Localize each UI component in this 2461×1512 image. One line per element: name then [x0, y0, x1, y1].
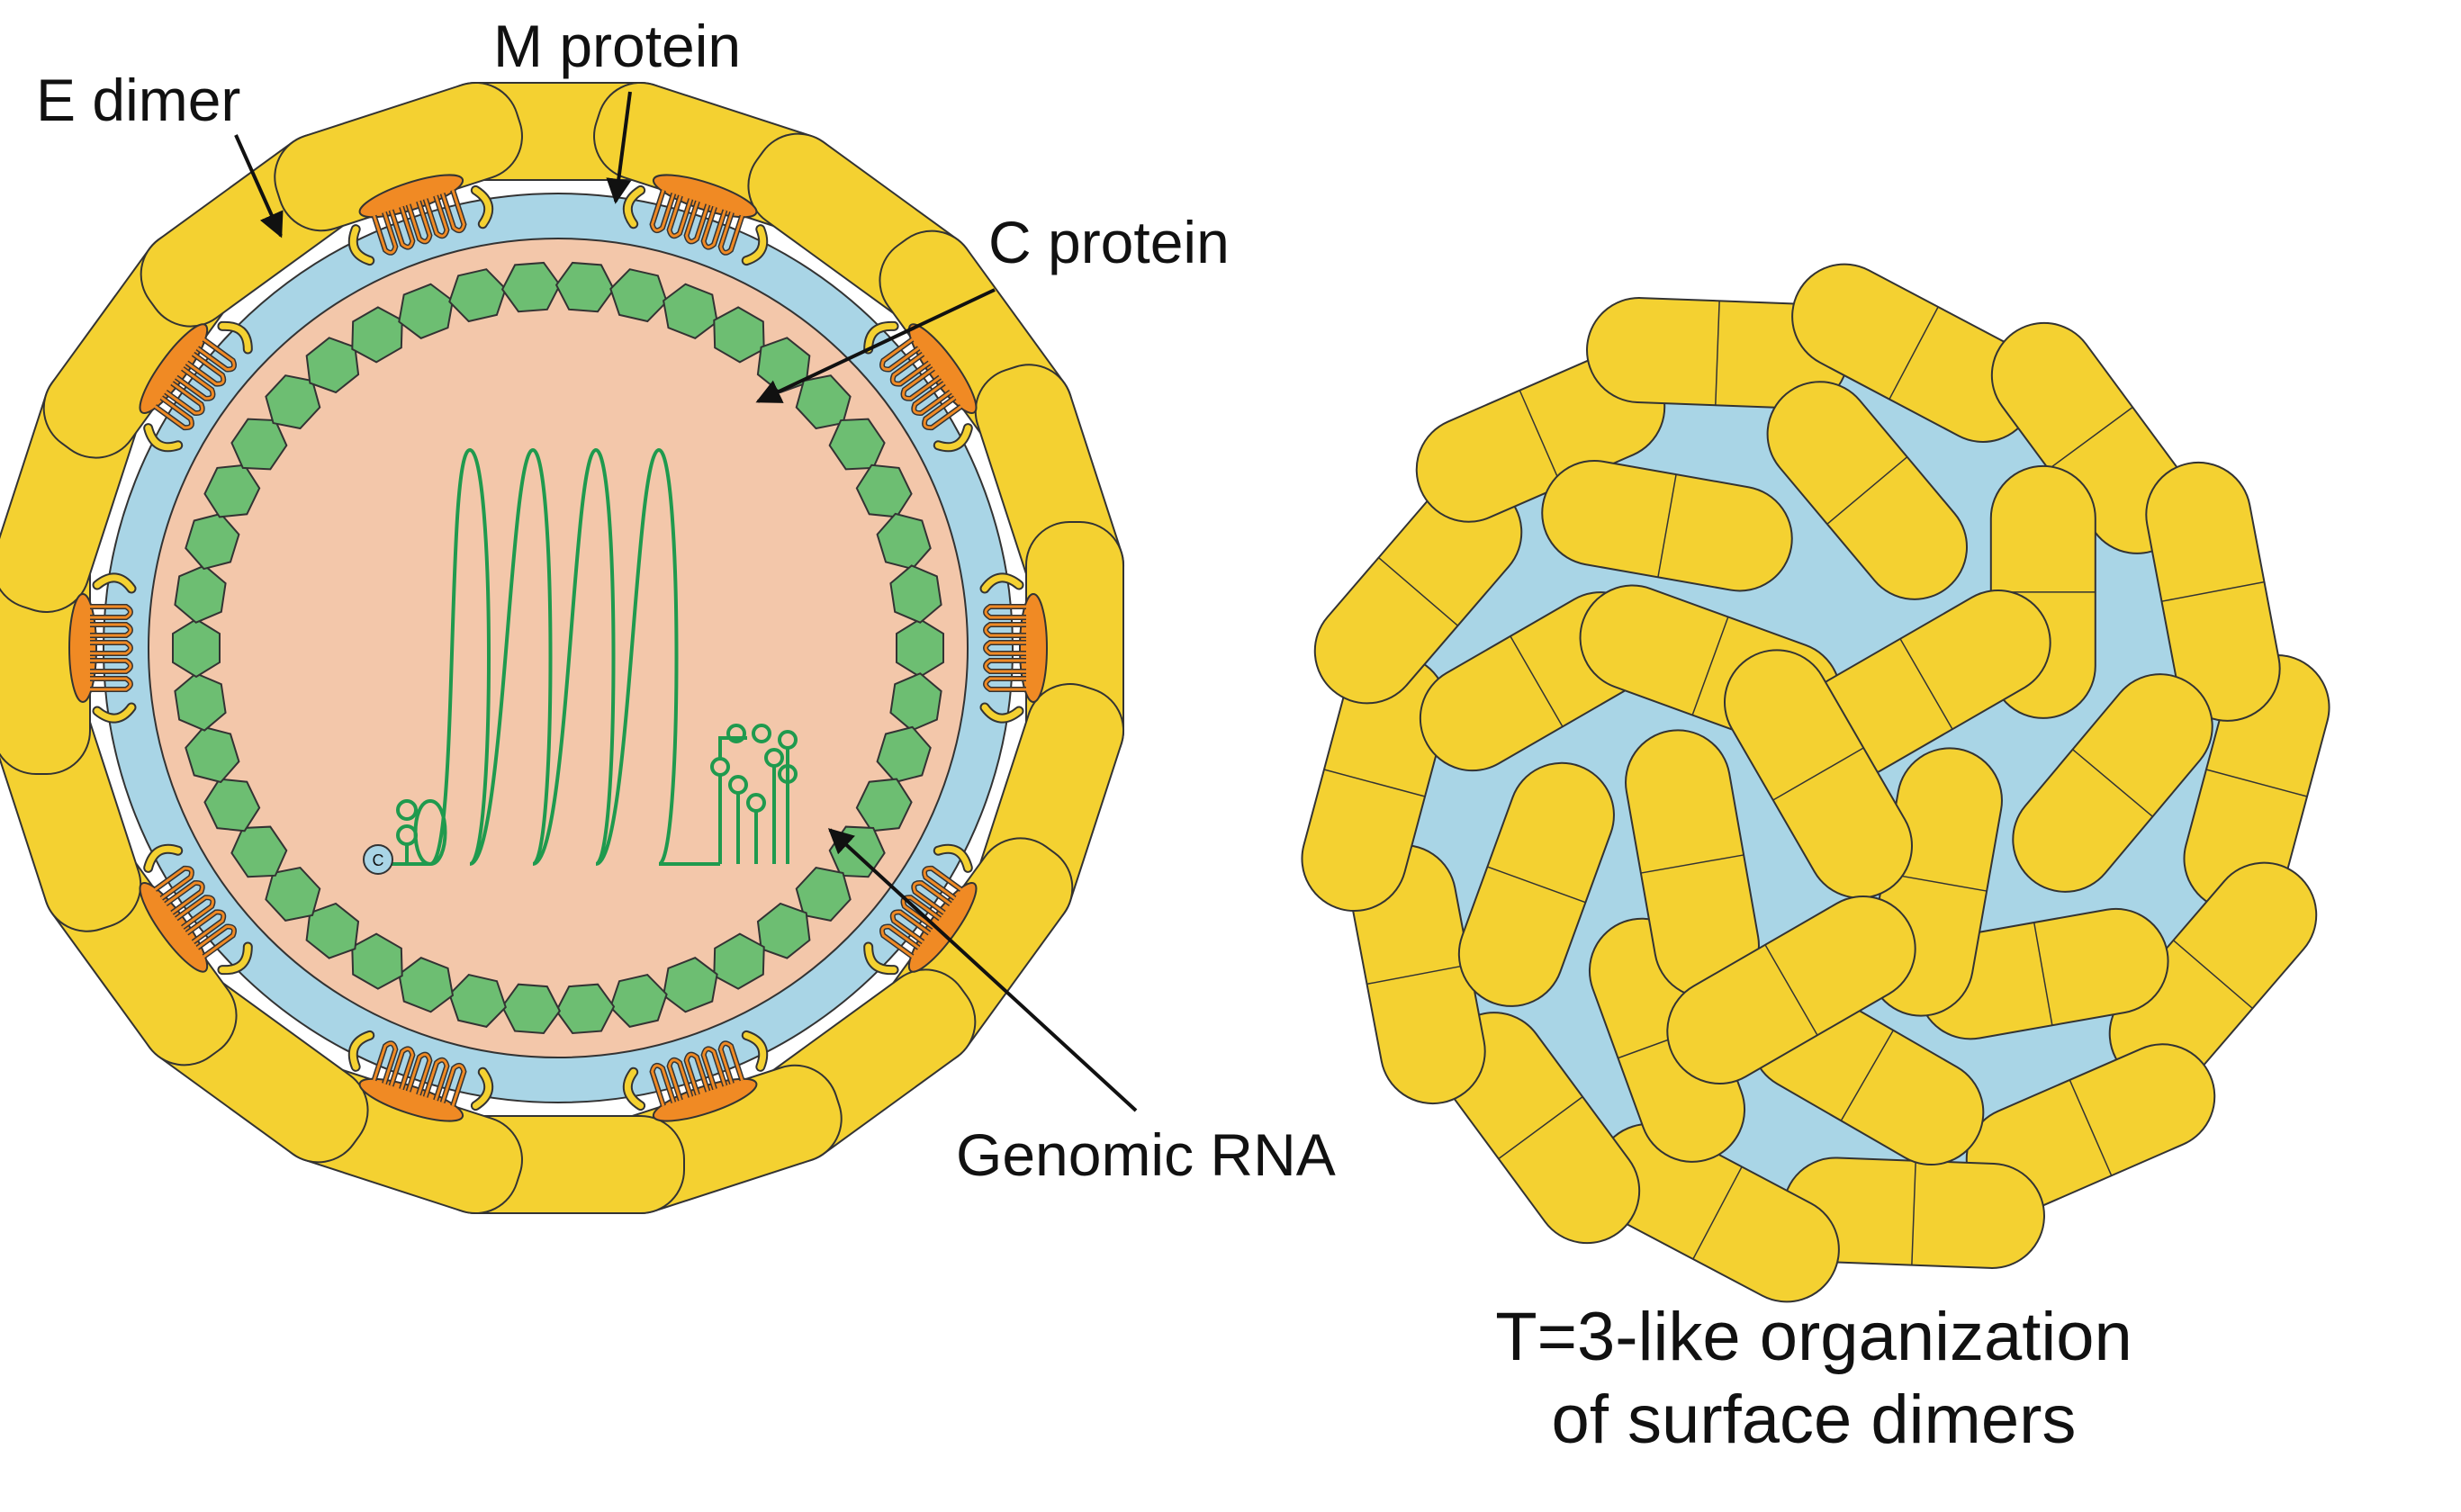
label-c-protein: C protein [988, 209, 1230, 275]
rna-stem-loop [778, 764, 798, 784]
label-arrows [234, 91, 1138, 1112]
m-protein [139, 843, 253, 976]
c-protein-subunit [713, 306, 765, 364]
rna-stem-loop [746, 793, 766, 813]
e-dimer-ring [0, 81, 1125, 1215]
m-protein [139, 320, 253, 453]
rna-stem-loop [764, 748, 784, 768]
m-protein [68, 572, 137, 724]
m-protein-clusters [68, 174, 1048, 1122]
c-protein-subunit [448, 268, 507, 323]
c-protein-subunit [855, 778, 913, 832]
surface-e-dimer [1541, 459, 1793, 592]
c-protein-subunit [351, 932, 403, 990]
m-protein [863, 320, 978, 453]
c-protein-subunit [663, 283, 718, 339]
c-protein-subunit [889, 564, 942, 624]
c-protein-subunit [265, 866, 321, 922]
c-protein-subunit [174, 564, 227, 624]
caption-line-1: T=3-like organization [1495, 1299, 2132, 1375]
arrow-genomic-rna [827, 828, 1138, 1112]
c-protein-subunit [713, 932, 765, 990]
c-protein-subunit [265, 374, 321, 430]
surface-e-dimer [1766, 381, 1969, 600]
c-protein-subunit [554, 261, 616, 313]
rna-stem-loop [396, 799, 418, 821]
c-protein-subunit [448, 973, 507, 1028]
rna-stem-loop [752, 724, 771, 743]
c-protein-subunit [305, 902, 360, 959]
capsid-c-protein-ring [172, 261, 944, 1035]
c-protein-subunit [828, 418, 886, 471]
surface-e-dimer [1625, 729, 1760, 999]
label-genomic-rna: Genomic RNA [956, 1121, 1336, 1188]
m-protein [347, 174, 494, 266]
m-protein [979, 572, 1048, 724]
c-protein-subunit [855, 464, 913, 518]
surface-e-dimer [1457, 761, 1615, 1007]
c-terminal-marker: C [363, 844, 393, 875]
surface-e-dimer [2145, 461, 2281, 722]
c-protein-subunit [203, 778, 261, 832]
rna-3prime-stems [718, 747, 789, 864]
rna-stem-loop [778, 730, 798, 750]
rna-stem-loop [728, 775, 748, 795]
c-protein-subunit [756, 902, 811, 959]
surface-e-dimer [1666, 896, 1916, 1084]
rna-strand [392, 447, 720, 867]
surface-e-dimer [2108, 861, 2318, 1087]
c-protein-subunit [609, 973, 668, 1028]
m-protein [622, 1030, 769, 1122]
virion-surface [1301, 263, 2330, 1303]
arrow-m-protein [606, 91, 632, 204]
c-protein-subunit [230, 418, 288, 471]
c-protein-subunit [203, 464, 261, 518]
c-protein-subunit [554, 983, 616, 1035]
arrow-e-dimer [234, 134, 284, 238]
c-protein-subunit [500, 983, 562, 1035]
m-protein [622, 174, 769, 266]
c-protein-subunit [889, 672, 942, 732]
arrow-c-protein [755, 288, 996, 403]
c-protein-subunit [398, 957, 455, 1013]
c-protein-subunit [230, 825, 288, 878]
c-protein-subunit [876, 512, 932, 571]
genomic-rna [392, 447, 798, 867]
c-protein-subunit [500, 261, 562, 313]
label-m-protein: M protein [493, 13, 742, 79]
caption-line-2: of surface dimers [1551, 1382, 2077, 1458]
c-protein-subunit [662, 957, 718, 1013]
c-protein-subunit [795, 866, 852, 922]
surface-e-dimers [1301, 263, 2330, 1303]
m-protein [347, 1030, 494, 1122]
label-e-dimer: E dimer [36, 67, 241, 133]
c-marker-text: C [373, 851, 384, 869]
caption: T=3-like organization of surface dimers [1332, 1296, 2295, 1462]
virion-cross-section: C [0, 81, 1125, 1215]
c-protein-subunit [398, 283, 454, 339]
c-protein-subunit [876, 725, 932, 784]
inner-membrane-leaflet [148, 238, 969, 1058]
c-protein-subunit [351, 306, 403, 364]
c-protein-subunit [185, 725, 240, 784]
rna-stem-loop [726, 724, 746, 743]
c-protein-subunit [172, 617, 221, 679]
surface-e-dimer [1724, 649, 1913, 899]
c-protein-subunit [305, 337, 360, 394]
c-protein-subunit [174, 672, 227, 732]
c-protein-subunit [185, 512, 240, 571]
c-protein-subunit [609, 268, 668, 323]
surface-e-dimer [2012, 673, 2213, 893]
